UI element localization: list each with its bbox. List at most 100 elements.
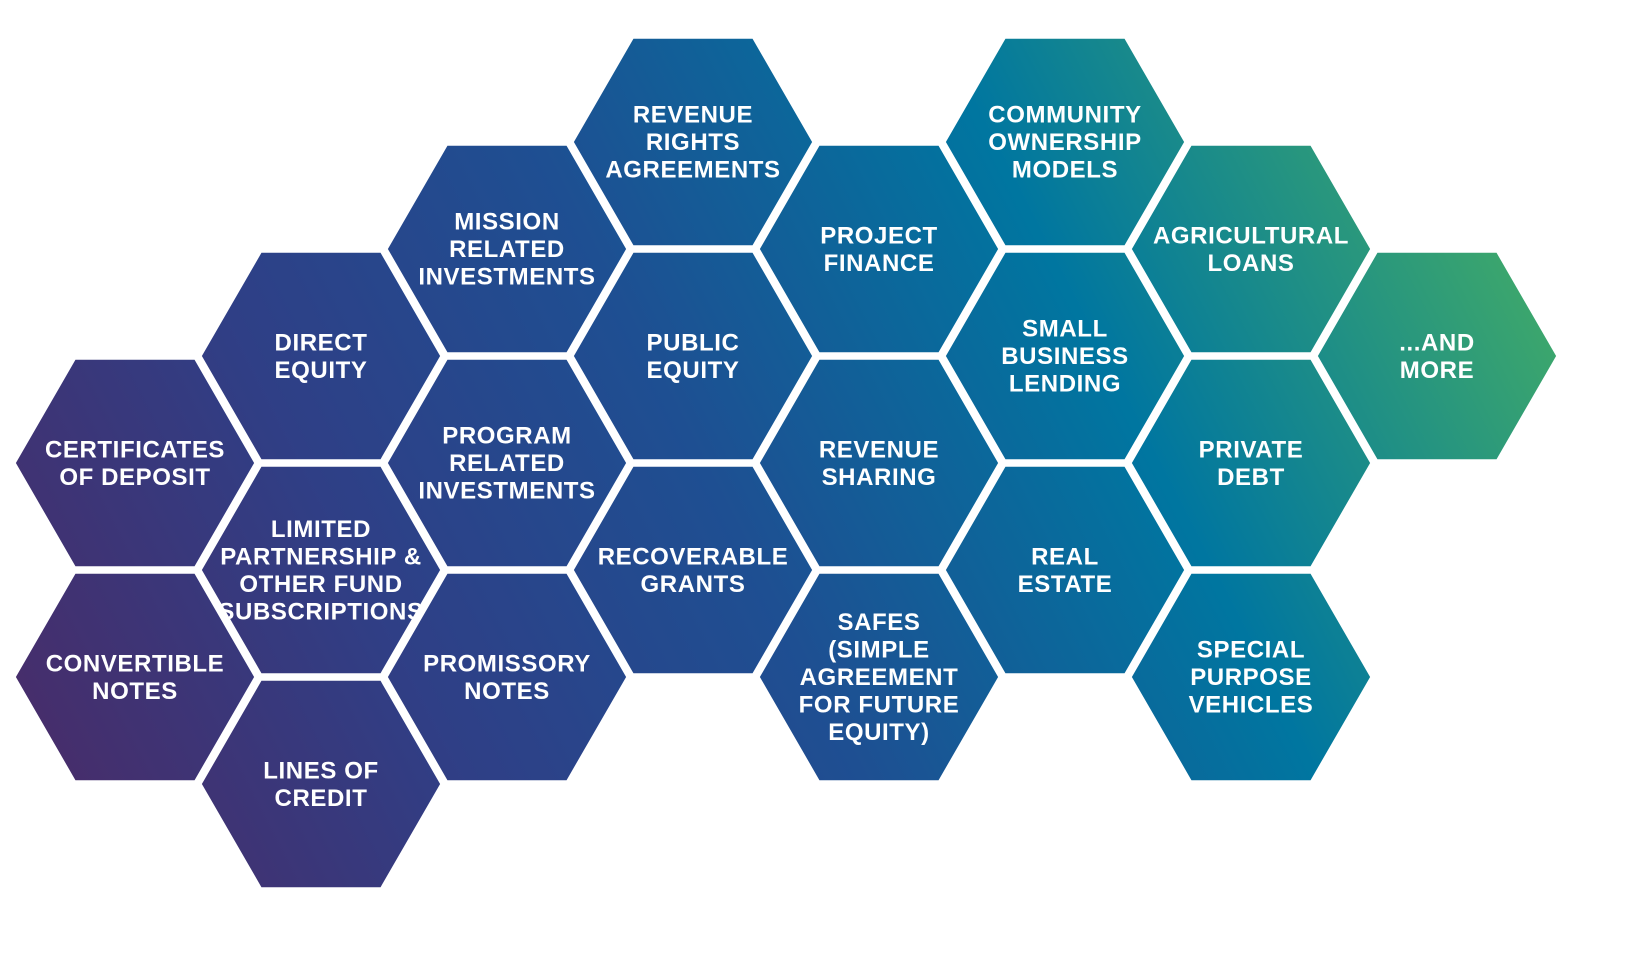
hex-label-line: PROMISSORY (423, 650, 591, 677)
hex-label-line: MORE (1400, 357, 1474, 384)
hex-shape (568, 33, 818, 251)
hex-label-line: MODELS (1012, 157, 1118, 184)
hex-label-line: INVESTMENTS (418, 478, 595, 505)
hex-label-line: AGREEMENTS (605, 157, 780, 184)
hex-label-line: RIGHTS (646, 129, 740, 156)
hex-label-line: AGREEMENT (800, 664, 959, 691)
hex-label-line: OWNERSHIP (988, 129, 1141, 156)
hex-label-line: SUBSCRIPTIONS (218, 598, 423, 625)
hex-shape (940, 461, 1190, 679)
hex-label-line: LENDING (1009, 371, 1121, 398)
hex-label-line: SMALL (1022, 316, 1108, 343)
hex-shape (940, 33, 1190, 251)
hex-label-line: RECOVERABLE (598, 543, 789, 570)
hex-label-line: LOANS (1208, 250, 1295, 277)
hex-label-line: FINANCE (824, 250, 935, 277)
hex-label-line: LIMITED (271, 516, 371, 543)
hex-label-line: OTHER FUND (239, 571, 402, 598)
hex-shape (1126, 568, 1376, 786)
hex-label-line: SAFES (837, 609, 920, 636)
hex-shape (754, 568, 1004, 786)
hex-shape (10, 354, 260, 572)
hex-label-line: COMMUNITY (988, 102, 1141, 129)
hex-shape (196, 461, 446, 679)
hex-label-line: VEHICLES (1189, 692, 1314, 719)
hex-shape (1312, 247, 1562, 465)
hex-label-line: NOTES (92, 678, 178, 705)
hex-label-line: PURPOSE (1190, 664, 1312, 691)
hex-shape (568, 461, 818, 679)
hex-label-line: PROJECT (820, 222, 938, 249)
hex-label-line: EQUITY) (828, 719, 930, 746)
hex-shape (196, 675, 446, 893)
hex-label-line: MISSION (454, 209, 560, 236)
hex-shape (754, 140, 1004, 358)
hex-label-line: REAL (1031, 543, 1099, 570)
hex-label-line: CONVERTIBLE (46, 650, 225, 677)
hex-shape (382, 354, 632, 572)
hex-label-line: PUBLIC (647, 329, 740, 356)
hex-label-line: AGRICULTURAL (1153, 222, 1349, 249)
hex-label-line: ...AND (1399, 329, 1475, 356)
hex-label-line: CREDIT (275, 785, 368, 812)
hex-label-line: REVENUE (633, 102, 753, 129)
hex-label-line: BUSINESS (1001, 343, 1129, 370)
hex-shape (382, 568, 632, 786)
hex-label-line: REVENUE (819, 436, 939, 463)
hex-shape (382, 140, 632, 358)
hex-label-line: PARTNERSHIP & (220, 543, 422, 570)
hex-label-line: SHARING (822, 464, 937, 491)
hex-label-line: FOR FUTURE (799, 692, 960, 719)
hex-shape (10, 568, 260, 786)
hex-label-line: CERTIFICATES (45, 436, 225, 463)
hex-shape (196, 247, 446, 465)
hex-label-line: INVESTMENTS (418, 264, 595, 291)
hex-label-line: LINES OF (263, 757, 378, 784)
hex-shape (754, 354, 1004, 572)
hex-shape (940, 247, 1190, 465)
hex-label-line: GRANTS (641, 571, 746, 598)
hex-label-line: NOTES (464, 678, 550, 705)
hex-label-line: RELATED (449, 236, 565, 263)
hex-label-line: ESTATE (1018, 571, 1113, 598)
hex-label-line: EQUITY (275, 357, 368, 384)
hex-label-line: EQUITY (647, 357, 740, 384)
hex-label-line: SPECIAL (1197, 637, 1305, 664)
hex-label-line: DIRECT (275, 329, 368, 356)
